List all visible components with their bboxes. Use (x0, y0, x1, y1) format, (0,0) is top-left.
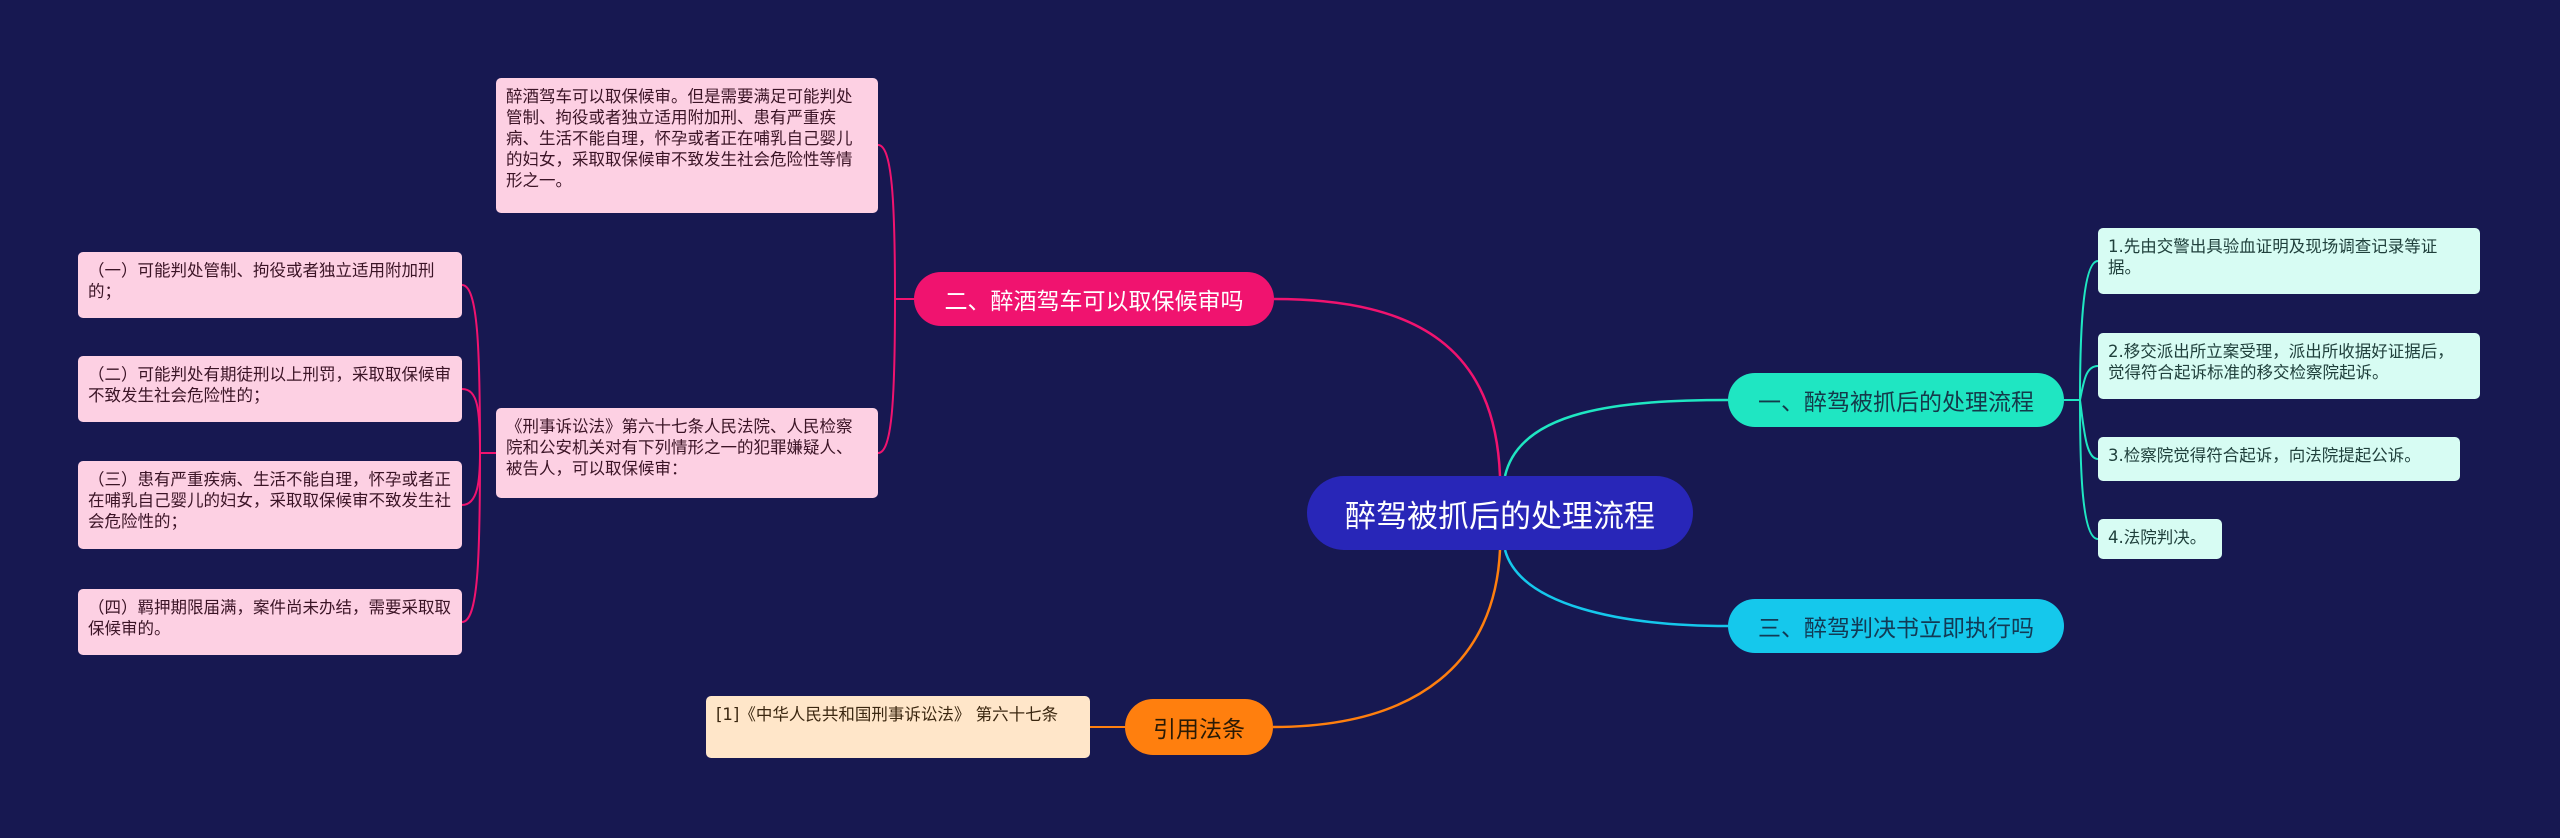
flow-step-1[interactable]: 1.先由交警出具验血证明及现场调查记录等证据。 (2098, 228, 2480, 294)
flow-step-2[interactable]: 2.移交派出所立案受理，派出所收据好证据后，觉得符合起诉标准的移交检察院起诉。 (2098, 333, 2480, 399)
branch-bail[interactable]: 二、醉酒驾车可以取保候审吗 (914, 272, 1274, 326)
bail-note[interactable]: 醉酒驾车可以取保候审。但是需要满足可能判处管制、拘役或者独立适用附加刑、患有严重… (496, 78, 878, 213)
link-root-branch4 (1272, 549, 1502, 729)
citation-item[interactable]: [1]《中华人民共和国刑事诉讼法》 第六十七条 (706, 696, 1090, 758)
branch-processing-flow[interactable]: 一、醉驾被抓后的处理流程 (1728, 373, 2064, 427)
criminal-procedure-article[interactable]: 《刑事诉讼法》第六十七条人民法院、人民检察院和公安机关对有下列情形之一的犯罪嫌疑… (496, 408, 878, 498)
branch-judgment-execution[interactable]: 三、醉驾判决书立即执行吗 (1728, 599, 2064, 653)
flow-step-3[interactable]: 3.检察院觉得符合起诉，向法院提起公诉。 (2098, 437, 2460, 481)
root-topic[interactable]: 醉驾被抓后的处理流程 (1307, 476, 1693, 550)
link-root-branch3 (1503, 549, 1729, 628)
bail-condition-1[interactable]: （一）可能判处管制、拘役或者独立适用附加刑的； (78, 252, 462, 318)
link-root-branch2 (1273, 297, 1502, 477)
bail-condition-2[interactable]: （二）可能判处有期徒刑以上刑罚，采取取保候审不致发生社会危险性的； (78, 356, 462, 422)
bail-condition-4[interactable]: （四）羁押期限届满，案件尚未办结，需要采取取保候审的。 (78, 589, 462, 655)
bail-condition-3[interactable]: （三）患有严重疾病、生活不能自理，怀孕或者正在哺乳自己婴儿的妇女，采取取保候审不… (78, 461, 462, 549)
flow-step-4[interactable]: 4.法院判决。 (2098, 519, 2222, 559)
link-root-branch1 (1503, 398, 1729, 477)
branch-cited-law[interactable]: 引用法条 (1125, 699, 1273, 755)
